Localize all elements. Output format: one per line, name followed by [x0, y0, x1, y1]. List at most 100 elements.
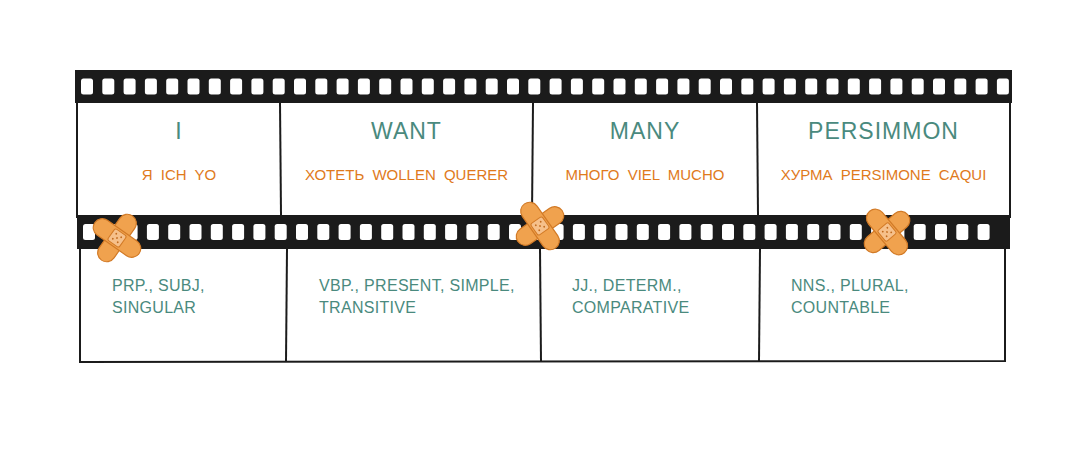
sprocket-hole: [827, 79, 839, 95]
sprocket-hole: [701, 224, 713, 240]
band-aid-dot: [116, 237, 119, 240]
band-aid-dot: [886, 231, 889, 234]
band-aid-dot: [543, 225, 546, 228]
english-word: PERSIMMON: [808, 118, 959, 146]
band-aid-dot: [539, 225, 542, 228]
frame-divider: [280, 103, 281, 215]
word-frame: MANYМНОГО VIEL MUCHO: [534, 104, 756, 214]
translations: ХУРМА PERSIMONE CAQUI: [781, 166, 987, 183]
word-frame: PERSIMMON ХУРМА PERSIMONE CAQUI: [759, 104, 1008, 214]
tag-frame: VBP., PRESENT, SIMPLE, TRANSITIVE: [289, 251, 539, 360]
band-aid: [90, 211, 145, 266]
sprocket-hole: [211, 224, 223, 240]
band-aid-dot: [882, 230, 885, 233]
band-aid-dot: [885, 235, 888, 238]
band-aid: [861, 206, 914, 259]
sprocket-hole: [273, 79, 285, 95]
sprocket-hole: [616, 224, 628, 240]
bottom-frame-row: [80, 248, 1005, 362]
sprocket-hole: [381, 224, 393, 240]
sprocket-hole: [571, 79, 583, 95]
sprocket-hole: [954, 79, 966, 95]
sprocket-hole: [829, 224, 841, 240]
translations: ХОТЕТЬ WOLLEN QUERER: [305, 166, 508, 183]
frame-divider: [759, 249, 760, 362]
sprocket-hole: [848, 79, 860, 95]
pos-tags: JJ., DETERM., COMPARATIVE: [572, 275, 744, 320]
sprocket-hole: [914, 224, 926, 240]
sprocket-hole: [337, 79, 349, 95]
sprocket-hole: [294, 79, 306, 95]
band-aid: [513, 199, 568, 254]
sprocket-hole: [253, 224, 265, 240]
sprocket-hole: [550, 79, 562, 95]
sprocket-hole: [722, 224, 734, 240]
word-frame: WANT ХОТЕТЬ WOLLEN QUERER: [282, 104, 531, 214]
sprocket-hole: [784, 79, 796, 95]
band-aid-strip: [517, 199, 563, 254]
sprocket-hole: [168, 224, 180, 240]
sprocket-hole: [466, 224, 478, 240]
sprocket-hole: [486, 79, 498, 95]
band-aid-dot: [116, 241, 119, 244]
sprocket-hole: [614, 79, 626, 95]
top-sprocket-band: [75, 70, 1012, 103]
sprocket-hole: [976, 79, 988, 95]
tag-frame: JJ., DETERM., COMPARATIVE: [542, 251, 758, 360]
sprocket-hole: [124, 79, 136, 95]
top-frame-row: [77, 102, 1010, 217]
sprocket-hole: [637, 224, 649, 240]
sprocket-hole: [145, 79, 157, 95]
sprocket-hole: [232, 224, 244, 240]
sprocket-hole: [315, 79, 327, 95]
band-aid-dot: [538, 229, 541, 232]
band-aid-pad: [107, 228, 126, 247]
sprocket-hole: [978, 224, 990, 240]
sprocket-hole: [445, 224, 457, 240]
english-word: WANT: [371, 118, 442, 146]
sprocket-hole: [850, 224, 862, 240]
frame-divider: [532, 103, 533, 215]
sprocket-hole: [679, 224, 691, 240]
sprocket-hole: [869, 79, 881, 95]
sprocket-hole: [594, 224, 606, 240]
band-aid-dot: [535, 224, 538, 227]
sprocket-hole: [956, 224, 968, 240]
sprocket-hole: [786, 224, 798, 240]
sprocket-hole: [81, 79, 93, 95]
sprocket-hole: [507, 79, 519, 95]
sprocket-hole: [807, 224, 819, 240]
sprocket-hole: [935, 224, 947, 240]
sprocket-hole: [422, 79, 434, 95]
frame-divider: [286, 249, 287, 362]
band-aid-strip: [90, 215, 145, 261]
sprocket-hole: [443, 79, 455, 95]
sprocket-hole: [209, 79, 221, 95]
sprocket-holes: [81, 79, 1009, 95]
sprocket-hole: [763, 79, 775, 95]
band-aid-pad: [877, 222, 897, 242]
sprocket-hole: [147, 224, 159, 240]
band-aid-dot: [120, 236, 123, 239]
sprocket-hole: [339, 224, 351, 240]
sprocket-hole: [424, 224, 436, 240]
band-aid-dot: [112, 237, 115, 240]
band-aid-dot: [115, 233, 118, 236]
word-frame: IЯ ICH YO: [79, 104, 279, 214]
sprocket-hole: [890, 79, 902, 95]
tag-frame: PRP., SUBJ, SINGULAR: [82, 251, 285, 360]
sprocket-hole: [403, 224, 415, 240]
sprocket-hole: [317, 224, 329, 240]
band-aid-strip: [863, 206, 911, 259]
tag-frame: NNS., PLURAL, COUNTABLE: [761, 251, 1003, 360]
band-aid-dot: [890, 231, 893, 234]
sprocket-hole: [741, 79, 753, 95]
sprocket-hole: [528, 79, 540, 95]
sprocket-hole: [188, 79, 200, 95]
sprocket-hole: [190, 224, 202, 240]
english-word: MANY: [610, 118, 680, 146]
frame-outlines: [77, 102, 1010, 362]
sprocket-hole: [720, 79, 732, 95]
